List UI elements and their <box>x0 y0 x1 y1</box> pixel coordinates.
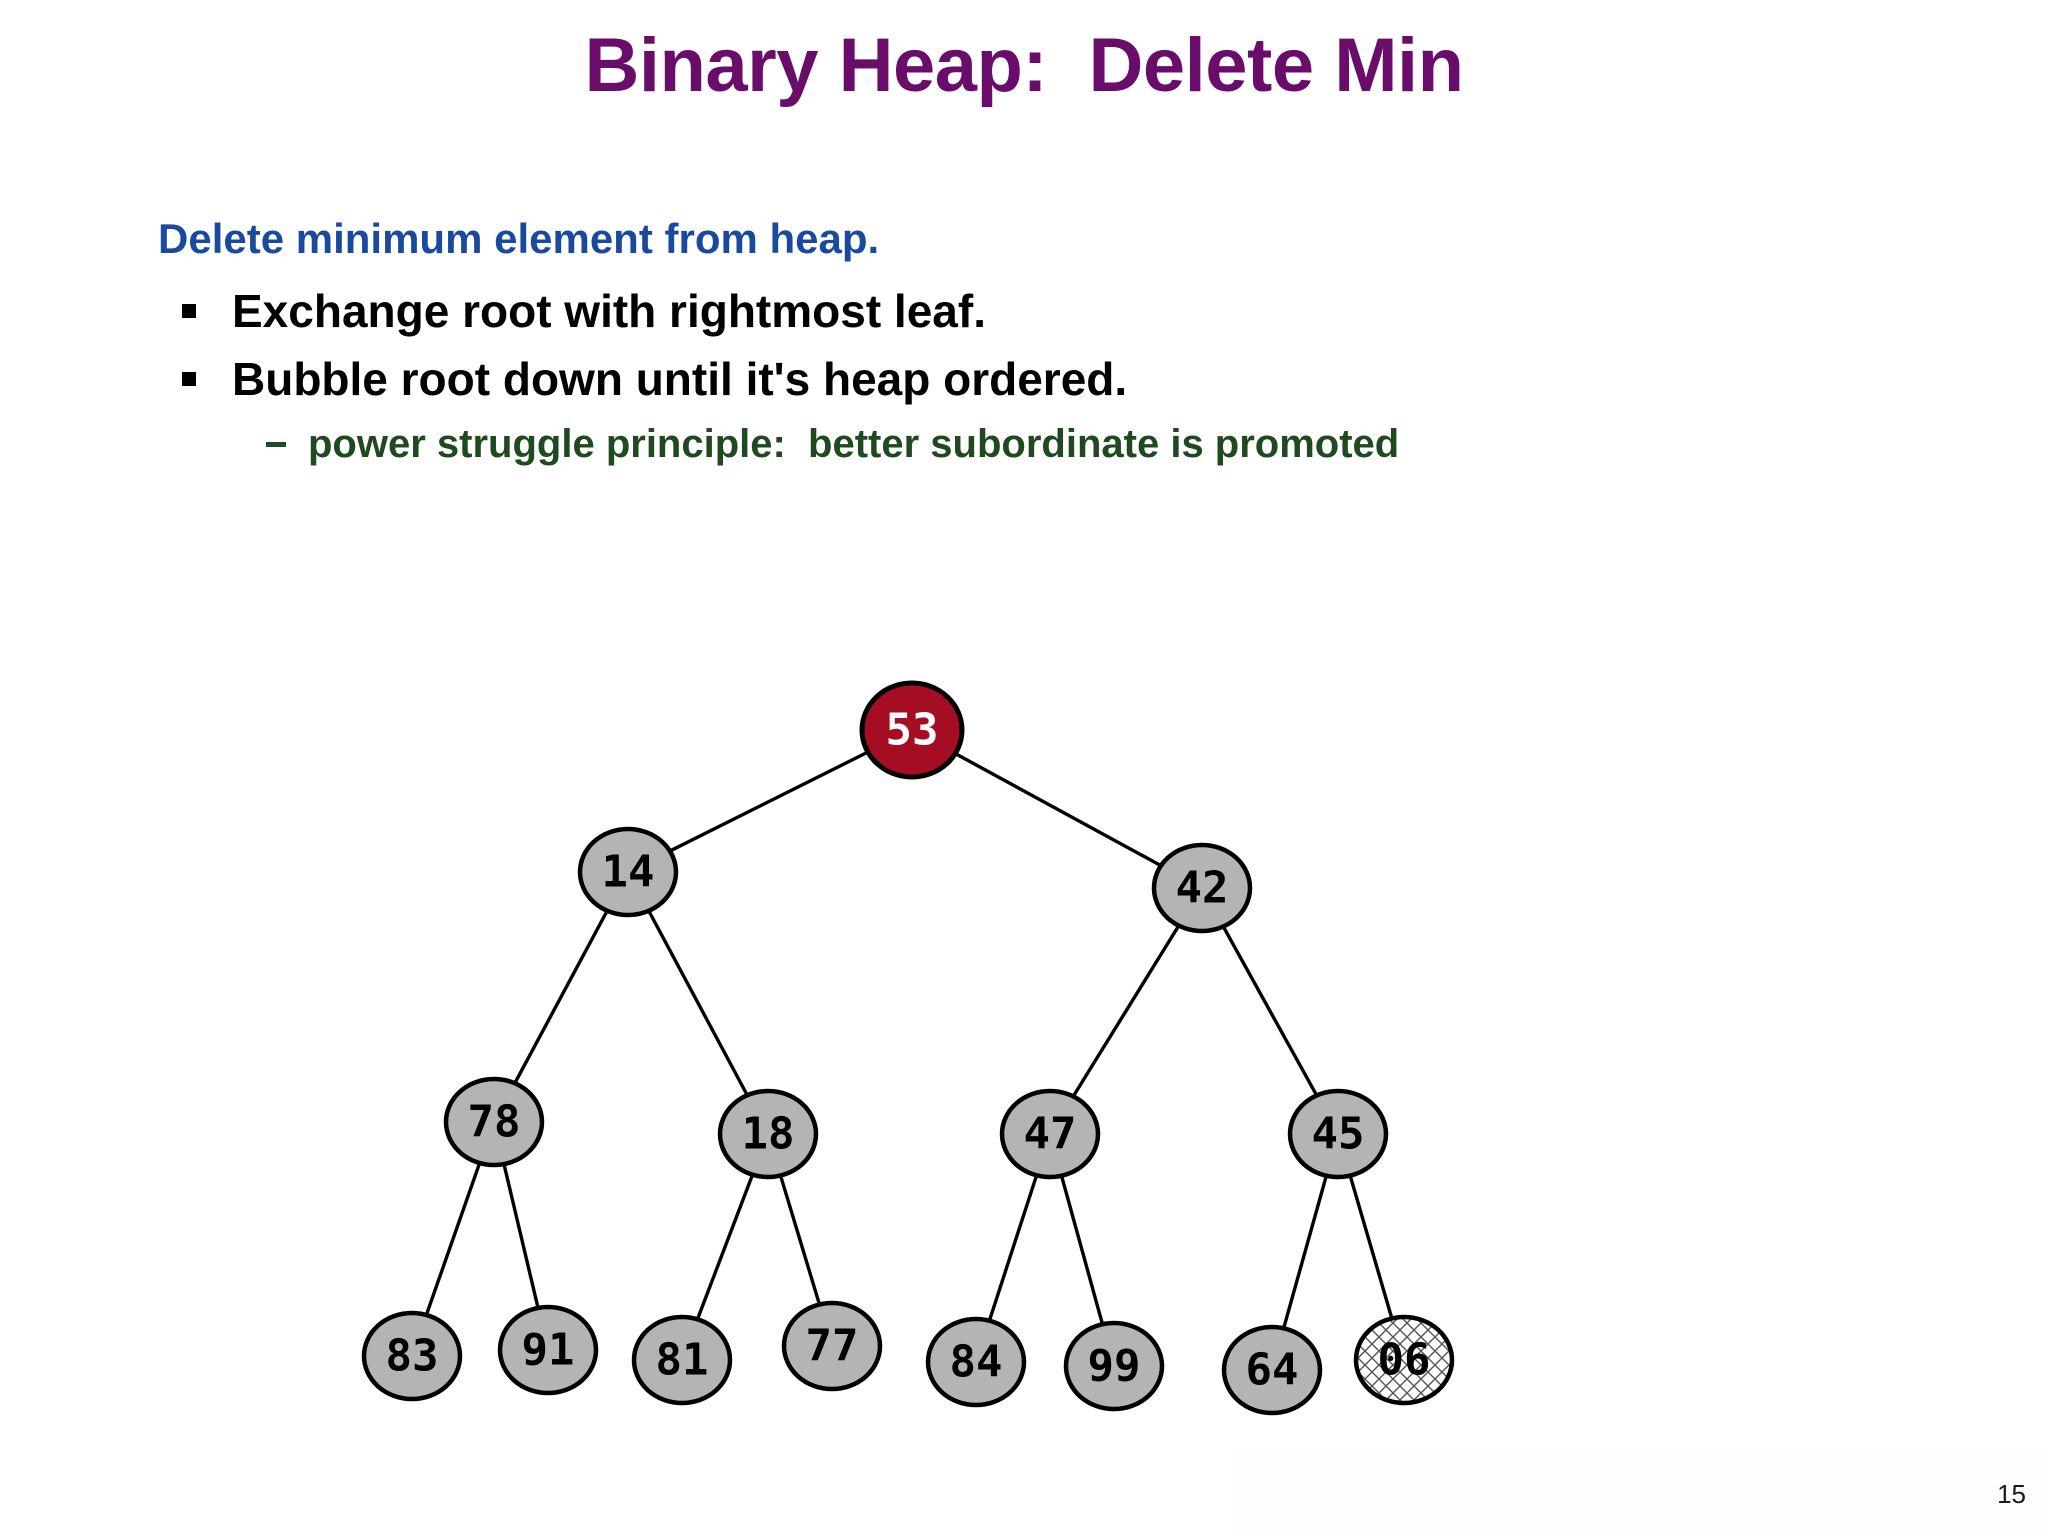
node-value-label: 53 <box>886 705 939 756</box>
tree-node-99[interactable]: 99 <box>1063 1320 1165 1412</box>
node-value-label: 18 <box>742 1109 795 1160</box>
node-shape <box>1353 1314 1455 1406</box>
slide-footer-panel <box>1232 1448 2048 1536</box>
node-shape <box>1063 1320 1165 1412</box>
node-value-label: 14 <box>602 847 655 898</box>
tree-edge <box>950 750 1166 870</box>
tree-edge <box>1219 922 1321 1100</box>
tree-edge <box>1347 1171 1395 1323</box>
body-text-block: Delete minimum element from heap. Exchan… <box>158 218 1918 486</box>
binary-heap-tree-diagram: 53 14 42 78 18 47 45 83 91 81 77 84 99 64 06 <box>0 630 2048 1460</box>
tree-edge <box>777 1171 823 1309</box>
node-shape <box>1151 842 1253 934</box>
tree-node-64[interactable]: 64 <box>1221 1324 1323 1416</box>
node-value-label: 64 <box>1246 1345 1299 1396</box>
tree-edge <box>511 906 611 1088</box>
node-shape <box>999 1088 1101 1180</box>
node-shape <box>497 1304 599 1396</box>
node-shape <box>631 1314 733 1406</box>
node-shape <box>1287 1088 1389 1180</box>
tree-node-53[interactable]: 53 <box>859 680 965 780</box>
page-title: Binary Heap: Delete Min <box>584 23 1464 108</box>
tree-node-91[interactable]: 91 <box>497 1304 599 1396</box>
node-shape <box>717 1088 819 1180</box>
tree-node-81[interactable]: 81 <box>631 1314 733 1406</box>
node-value-label: 99 <box>1088 1341 1141 1392</box>
node-shape <box>577 826 679 918</box>
bullet-label: Exchange root with rightmost leaf. <box>232 285 986 337</box>
tree-edge <box>694 1170 756 1324</box>
tree-edge <box>665 748 873 855</box>
tree-node-18[interactable]: 18 <box>717 1088 819 1180</box>
tree-svg: 53 14 42 78 18 47 45 83 91 81 77 84 99 64 06 <box>361 680 1455 1416</box>
node-shape <box>859 680 965 780</box>
tree-node-47[interactable]: 47 <box>999 1088 1101 1180</box>
node-value-label: 81 <box>656 1335 709 1386</box>
tree-node-14[interactable]: 14 <box>577 826 679 918</box>
tree-node-77[interactable]: 77 <box>781 1300 883 1392</box>
node-shape <box>361 1310 463 1402</box>
tree-edge <box>1058 1171 1106 1329</box>
node-value-label: 78 <box>468 1097 521 1148</box>
node-shape <box>1221 1324 1323 1416</box>
lead-statement: Delete minimum element from heap. <box>158 215 880 262</box>
node-value-label: 06 <box>1378 1335 1431 1386</box>
dash-bullet-icon <box>266 442 286 447</box>
node-value-label: 83 <box>386 1331 439 1382</box>
square-bullet-icon <box>182 372 196 386</box>
tree-edge <box>645 906 751 1100</box>
tree-node-layer: 53 14 42 78 18 47 45 83 91 81 77 84 99 64 06 <box>361 680 1455 1416</box>
tree-edge <box>986 1170 1040 1326</box>
bullet-item-exchange-root: Exchange root with rightmost leaf. <box>182 288 1918 334</box>
tree-node-84[interactable]: 84 <box>925 1316 1027 1408</box>
tree-node-06[interactable]: 06 <box>1353 1314 1455 1406</box>
tree-node-78[interactable]: 78 <box>443 1076 545 1168</box>
node-value-label: 91 <box>522 1325 575 1376</box>
node-shape <box>925 1316 1027 1408</box>
page-number: 15 <box>1997 1479 2026 1509</box>
tree-node-45[interactable]: 45 <box>1287 1088 1389 1180</box>
square-bullet-icon <box>182 304 196 318</box>
node-value-label: 47 <box>1024 1109 1077 1160</box>
tree-node-83[interactable]: 83 <box>361 1310 463 1402</box>
node-value-label: 45 <box>1312 1109 1365 1160</box>
tree-edge <box>501 1159 541 1313</box>
tree-edge <box>423 1158 483 1320</box>
tree-edge <box>1069 921 1183 1101</box>
node-value-label: 84 <box>950 1337 1003 1388</box>
bullet-item-power-struggle: power struggle principle: better subordi… <box>266 424 1918 464</box>
tree-edge-layer <box>423 748 1395 1333</box>
node-shape <box>781 1300 883 1392</box>
bullet-item-bubble-down: Bubble root down until it's heap ordered… <box>182 356 1918 402</box>
node-shape <box>443 1076 545 1168</box>
bullet-label: power struggle principle: better subordi… <box>308 422 1400 466</box>
bullet-label: Bubble root down until it's heap ordered… <box>232 353 1128 405</box>
node-value-label: 77 <box>806 1321 859 1372</box>
tree-edge <box>1280 1171 1330 1333</box>
node-value-label: 42 <box>1176 863 1229 914</box>
tree-node-42[interactable]: 42 <box>1151 842 1253 934</box>
